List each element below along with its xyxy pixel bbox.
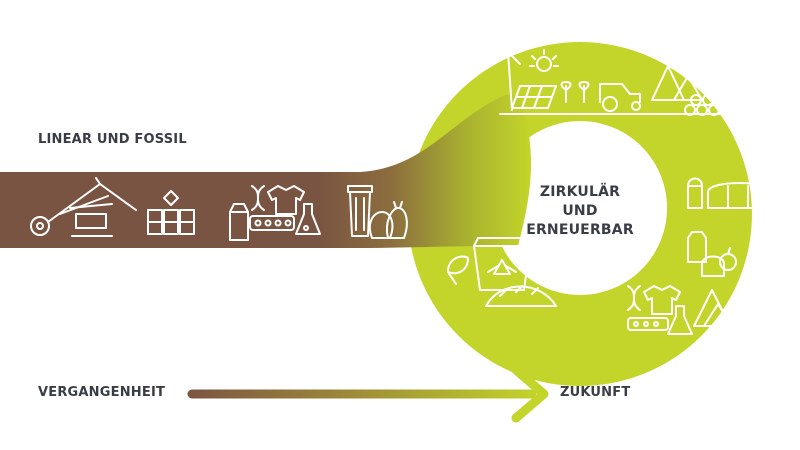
tractor-icon <box>599 83 641 112</box>
greenhouse-icon <box>707 182 771 209</box>
sun-icon <box>529 49 559 72</box>
dna-icon <box>627 285 641 311</box>
center-label-line-3: ERNEUERBAR <box>526 222 634 238</box>
circular-renewable-label: ZIRKULÄR UND ERNEUERBAR <box>515 183 645 240</box>
milk-carton-icon <box>687 231 707 263</box>
leaf-icon <box>447 255 469 285</box>
bread-icon <box>701 255 725 277</box>
flask-icon <box>667 305 693 335</box>
waste-bin-icon <box>347 185 373 237</box>
fossil-band <box>0 95 532 248</box>
silo-icon <box>687 177 703 209</box>
solar-panel-icon <box>511 85 557 109</box>
future-label: ZUKUNFT <box>560 385 631 400</box>
tshirt-icon <box>643 285 681 315</box>
tshirt-icon <box>267 185 305 215</box>
flask-icon <box>295 203 321 235</box>
center-label-line-1: ZIRKULÄR <box>539 184 621 200</box>
past-label: VERGANGENHEIT <box>38 385 166 400</box>
milk-carton-icon <box>229 203 249 241</box>
trees-icon <box>651 65 703 101</box>
linear-fossil-label: LINEAR UND FOSSIL <box>38 132 187 147</box>
plants-icon <box>560 81 590 103</box>
recycling-container-icon <box>473 237 531 291</box>
pills-icon <box>249 215 295 231</box>
center-label-line-2: UND <box>562 203 598 219</box>
excavator-icon <box>30 177 137 237</box>
compost-pile-icon <box>485 285 557 307</box>
oil-barrels-icon <box>147 190 195 235</box>
heap-icon <box>693 289 733 327</box>
apple-icon <box>719 247 737 271</box>
pills-icon <box>627 317 669 331</box>
dna-icon <box>251 185 265 211</box>
timeline-arrow <box>187 365 549 423</box>
wind-turbine-icon <box>485 33 523 111</box>
trash-bags-icon <box>368 201 408 239</box>
